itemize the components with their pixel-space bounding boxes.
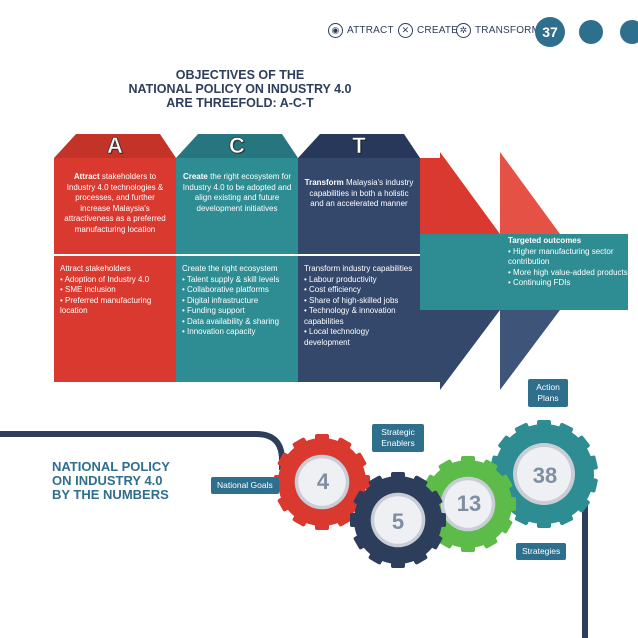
header-shape-t xyxy=(298,134,420,158)
letter-t: T xyxy=(352,133,366,159)
title-line: ARE THREEFOLD: A-C-T xyxy=(166,96,314,110)
list-item: • Technology & innovation capabilities xyxy=(304,306,396,326)
gear-strategic-enablers xyxy=(350,472,446,568)
list-item: • Adoption of Industry 4.0 xyxy=(60,274,150,284)
label-national-goals: National Goals xyxy=(211,477,279,494)
antenna-icon: ◉ xyxy=(328,23,343,38)
list-item: • SME inclusion xyxy=(60,285,116,294)
page-number: 37 xyxy=(535,17,565,47)
list-item: • Cost efficiency xyxy=(304,285,361,294)
title-line: OBJECTIVES OF THE xyxy=(175,68,305,82)
header-item-transform: ✲ TRANSFORM xyxy=(456,23,540,38)
create-summary: Create the right ecosystem for Industry … xyxy=(176,158,298,254)
list-item: • Labour productivity xyxy=(304,274,377,284)
tools-icon: ✕ xyxy=(398,23,413,38)
decor-dot xyxy=(620,20,638,44)
gear-number-national-goals: 4 xyxy=(316,469,330,494)
gear-number-strategies: 13 xyxy=(456,491,482,516)
letter-a: A xyxy=(107,133,123,159)
column-create: C Create the right ecosystem for Industr… xyxy=(176,133,298,382)
letter-c: C xyxy=(229,133,245,159)
attract-summary-text: stakeholders to Industry 4.0 technologie… xyxy=(64,172,166,234)
list-item: • More high value-added products xyxy=(508,267,628,277)
list-item: • Local technology development xyxy=(304,327,370,347)
list-item: • Collaborative platforms xyxy=(182,285,269,294)
list-item: • Data availability & sharing xyxy=(182,316,280,326)
title-line: NATIONAL POLICY xyxy=(52,459,170,474)
header-transform-label: TRANSFORM xyxy=(475,25,541,36)
arrow-band-red xyxy=(420,152,500,234)
attract-details-title: Attract stakeholders xyxy=(60,264,131,273)
header-item-create: ✕ CREATE xyxy=(398,23,458,38)
header-create-label: CREATE xyxy=(417,25,459,36)
transform-summary-text: Malaysia's industry capabilities in both… xyxy=(309,178,414,208)
attract-details: Attract stakeholders • Adoption of Indus… xyxy=(54,256,176,382)
header-attract-label: ATTRACT xyxy=(347,25,394,36)
list-item: • Preferred manufacturing location xyxy=(60,295,152,316)
arrow-band-teal xyxy=(420,234,500,310)
create-bold: Create xyxy=(182,172,208,181)
list-item: • Continuing FDIs xyxy=(508,278,571,287)
transform-summary: Transform Malaysia's industry capabiliti… xyxy=(298,158,420,254)
list-item: • Digital infrastructure xyxy=(182,295,259,305)
header-item-attract: ◉ ATTRACT xyxy=(328,23,394,38)
transform-bold: Transform xyxy=(304,178,344,187)
header-shape-a xyxy=(54,134,176,158)
act-section-title: OBJECTIVES OF THE NATIONAL POLICY ON IND… xyxy=(90,68,390,110)
create-details-title: Create the right ecosystem xyxy=(182,264,278,273)
attract-bold: Attract xyxy=(73,172,100,181)
arrow-band-navy xyxy=(420,310,500,390)
list-item: • Higher manufacturing sector contributi… xyxy=(508,246,614,267)
gear-icon: ✲ xyxy=(456,23,471,38)
create-details: Create the right ecosystem • Talent supp… xyxy=(176,256,298,382)
label-strategies: Strategies xyxy=(516,543,567,560)
label-action-plans: Action Plans xyxy=(528,379,568,407)
column-attract: A Attract stakeholders to Industry 4.0 t… xyxy=(54,133,176,382)
attract-summary: Attract stakeholders to Industry 4.0 tec… xyxy=(54,158,176,254)
title-line: NATIONAL POLICY ON INDUSTRY 4.0 xyxy=(128,82,352,96)
column-transform: T Transform Malaysia's industry capabili… xyxy=(298,133,420,382)
create-summary-text: the right ecosystem for Industry 4.0 to … xyxy=(182,172,292,213)
list-item: • Share of high-skilled jobs xyxy=(304,295,399,305)
title-line: BY THE NUMBERS xyxy=(52,487,169,502)
list-item: • Talent supply & skill levels xyxy=(182,274,280,284)
outcomes-box xyxy=(500,234,628,310)
gear-number-strategic-enablers: 5 xyxy=(391,509,405,534)
decor-dot xyxy=(579,20,603,44)
gear-number-action-plans: 38 xyxy=(532,463,558,488)
targeted-outcomes: Targeted outcomes • Higher manufacturing… xyxy=(508,236,628,289)
label-strategic-enablers: Strategic Enablers xyxy=(372,424,424,452)
transform-details: Transform industry capabilities • Labour… xyxy=(298,256,420,382)
list-item: • Innovation capacity xyxy=(182,327,256,336)
title-line: ON INDUSTRY 4.0 xyxy=(52,473,163,488)
page-header: ◉ ATTRACT ✕ CREATE ✲ TRANSFORM 37 xyxy=(0,0,638,60)
list-item: • Funding support xyxy=(182,306,245,315)
transform-details-title: Transform industry capabilities xyxy=(304,264,413,273)
outcomes-title: Targeted outcomes xyxy=(508,236,582,245)
header-shape-c xyxy=(176,134,298,158)
numbers-title: NATIONAL POLICY ON INDUSTRY 4.0 BY THE N… xyxy=(52,460,170,502)
